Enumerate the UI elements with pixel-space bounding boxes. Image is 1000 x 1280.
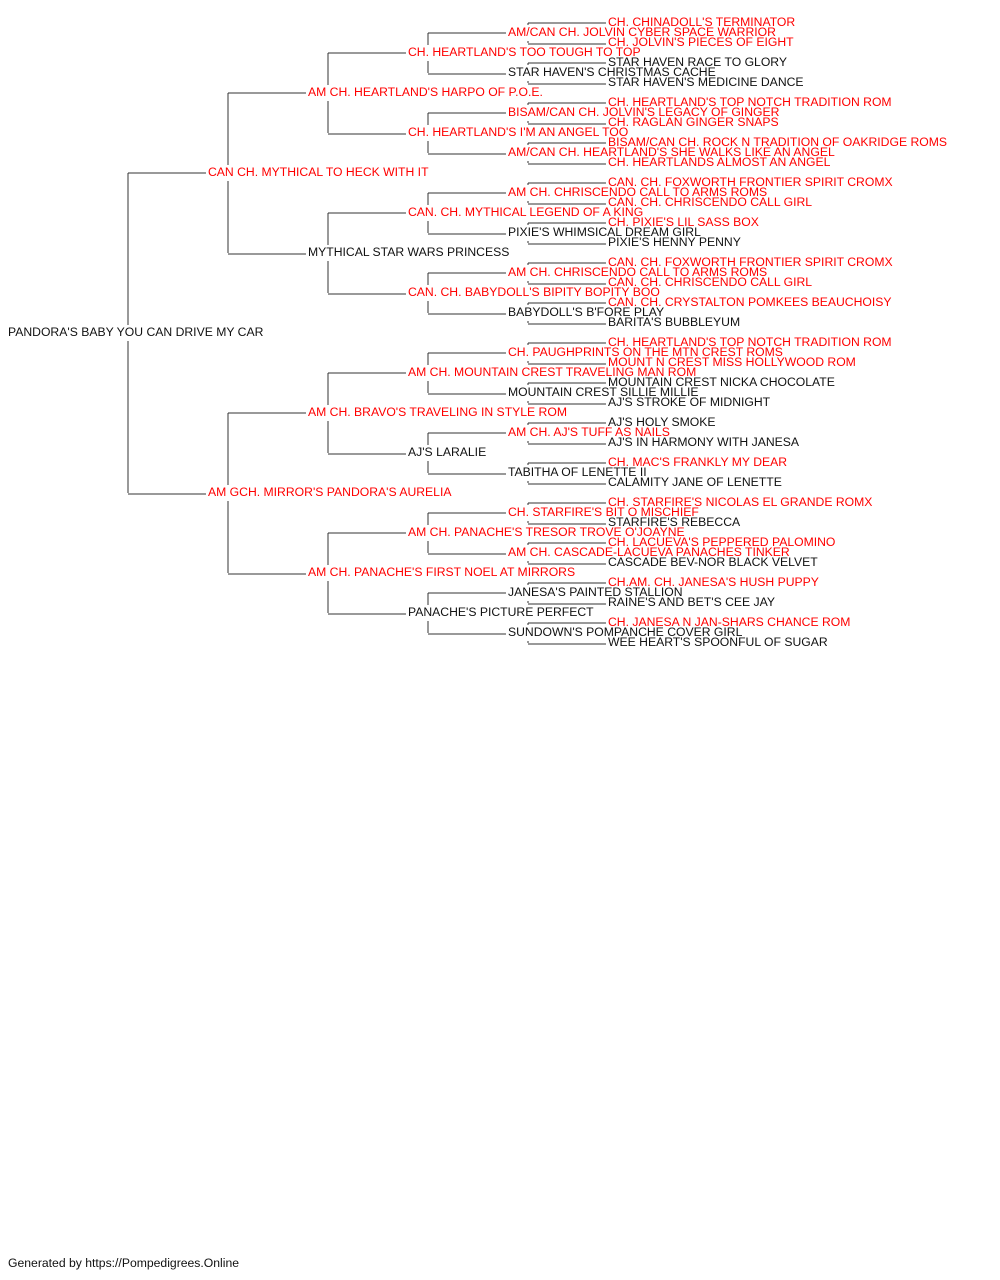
champion-ancestor-name: CH. STARFIRE'S BIT O MISCHIEF <box>508 505 699 519</box>
champion-ancestor-name: AM CH. CHRISCENDO CALL TO ARMS ROMS <box>508 185 767 199</box>
ancestor-name: AJ'S STROKE OF MIDNIGHT <box>608 395 771 409</box>
subject-name: PANDORA'S BABY YOU CAN DRIVE MY CAR <box>8 325 264 339</box>
ancestor-name: MYTHICAL STAR WARS PRINCESS <box>308 245 509 259</box>
ancestor-name: SUNDOWN'S POMPANCHE COVER GIRL <box>508 625 743 639</box>
champion-ancestor-name: AM CH. MOUNTAIN CREST TRAVELING MAN ROM <box>408 365 696 379</box>
champion-ancestor-name: CAN. CH. MYTHICAL LEGEND OF A KING <box>408 205 643 219</box>
champion-ancestor-name: AM GCH. MIRROR'S PANDORA'S AURELIA <box>208 485 452 499</box>
ancestor-name: TABITHA OF LENETTE II <box>508 465 647 479</box>
champion-ancestor-name: MOUNT N CREST MISS HOLLYWOOD ROM <box>608 355 856 369</box>
ancestor-name: MOUNTAIN CREST NICKA CHOCOLATE <box>608 375 835 389</box>
champion-ancestor-name: AM CH. PANACHE'S FIRST NOEL AT MIRRORS <box>308 565 575 579</box>
champion-ancestor-name: CAN. CH. BABYDOLL'S BIPITY BOPITY BOO <box>408 285 660 299</box>
champion-ancestor-name: CH.AM. CH. JANESA'S HUSH PUPPY <box>608 575 819 589</box>
ancestor-name: WEE HEART'S SPOONFUL OF SUGAR <box>608 635 828 649</box>
champion-ancestor-name: CH. STARFIRE'S NICOLAS EL GRANDE ROMX <box>608 495 872 509</box>
champion-ancestor-name: CH. JANESA N JAN-SHARS CHANCE ROM <box>608 615 850 629</box>
ancestor-name: STAR HAVEN'S CHRISTMAS CACHE <box>508 65 716 79</box>
ancestor-name: CALAMITY JANE OF LENETTE <box>608 475 782 489</box>
champion-ancestor-name: CH. LACUEVA'S PEPPERED PALOMINO <box>608 535 835 549</box>
champion-ancestor-name: CH. HEARTLAND'S TOP NOTCH TRADITION ROM <box>608 95 892 109</box>
champion-ancestor-name: CH. HEARTLANDS ALMOST AN ANGEL <box>608 155 831 169</box>
ancestor-name: BARITA'S BUBBLEYUM <box>608 315 740 329</box>
ancestor-name: BABYDOLL'S B'FORE PLAY <box>508 305 664 319</box>
ancestor-name: AJ'S LARALIE <box>408 445 486 459</box>
ancestor-name: STAR HAVEN RACE TO GLORY <box>608 55 787 69</box>
champion-ancestor-name: CAN. CH. FOXWORTH FRONTIER SPIRIT CROMX <box>608 255 893 269</box>
champion-ancestor-name: AM/CAN CH. JOLVIN CYBER SPACE WARRIOR <box>508 25 776 39</box>
champion-ancestor-name: AM CH. CASCADE-LACUEVA PANACHES TINKER <box>508 545 790 559</box>
ancestor-name: CASCADE BEV-NOR BLACK VELVET <box>608 555 818 569</box>
ancestor-name: PANACHE'S PICTURE PERFECT <box>408 605 594 619</box>
champion-ancestor-name: CAN. CH. CHRISCENDO CALL GIRL <box>608 195 812 209</box>
ancestor-name: STAR HAVEN'S MEDICINE DANCE <box>608 75 804 89</box>
champion-ancestor-name: CAN. CH. CHRISCENDO CALL GIRL <box>608 275 812 289</box>
ancestor-name: PIXIE'S HENNY PENNY <box>608 235 741 249</box>
champion-ancestor-name: BISAM/CAN CH. JOLVIN'S LEGACY OF GINGER <box>508 105 780 119</box>
champion-ancestor-name: CH. MAC'S FRANKLY MY DEAR <box>608 455 787 469</box>
champion-ancestor-name: CAN. CH. FOXWORTH FRONTIER SPIRIT CROMX <box>608 175 893 189</box>
champion-ancestor-name: CH. PIXIE'S LIL SASS BOX <box>608 215 759 229</box>
champion-ancestor-name: CH. JOLVIN'S PIECES OF EIGHT <box>608 35 794 49</box>
champion-ancestor-name: CH. HEARTLAND'S I'M AN ANGEL TOO <box>408 125 628 139</box>
ancestor-name: JANESA'S PAINTED STALLION <box>508 585 683 599</box>
champion-ancestor-name: AM CH. HEARTLAND'S HARPO OF P.O.E. <box>308 85 543 99</box>
champion-ancestor-name: CAN. CH. CRYSTALTON POMKEES BEAUCHOISY <box>608 295 892 309</box>
champion-ancestor-name: AM CH. PANACHE'S TRESOR TROVE O'JOAYNE <box>408 525 685 539</box>
generated-by-footer: Generated by https://Pompedigrees.Online <box>8 1256 240 1270</box>
ancestor-name: MOUNTAIN CREST SILLIE MILLIE <box>508 385 699 399</box>
champion-ancestor-name: AM CH. BRAVO'S TRAVELING IN STYLE ROM <box>308 405 567 419</box>
ancestor-name: PIXIE'S WHIMSICAL DREAM GIRL <box>508 225 701 239</box>
champion-ancestor-name: AM CH. CHRISCENDO CALL TO ARMS ROMS <box>508 265 767 279</box>
ancestor-name: AJ'S HOLY SMOKE <box>608 415 716 429</box>
champion-ancestor-name: AM/CAN CH. HEARTLAND'S SHE WALKS LIKE AN… <box>508 145 835 159</box>
champion-ancestor-name: CH. RAGLAN GINGER SNAPS <box>608 115 779 129</box>
champion-ancestor-name: CH. HEARTLAND'S TOO TOUGH TO TOP <box>408 45 641 59</box>
champion-ancestor-name: CH. PAUGHPRINTS ON THE MTN CREST ROMS <box>508 345 783 359</box>
champion-ancestor-name: CH. CHINADOLL'S TERMINATOR <box>608 15 795 29</box>
ancestor-name: AJ'S IN HARMONY WITH JANESA <box>608 435 800 449</box>
champion-ancestor-name: CH. HEARTLAND'S TOP NOTCH TRADITION ROM <box>608 335 892 349</box>
ancestor-name: STARFIRE'S REBECCA <box>608 515 741 529</box>
ancestor-name: RAINE'S AND BET'S CEE JAY <box>608 595 775 609</box>
champion-ancestor-name: BISAM/CAN CH. ROCK N TRADITION OF OAKRID… <box>608 135 947 149</box>
champion-ancestor-name: AM CH. AJ'S TUFF AS NAILS <box>508 425 670 439</box>
champion-ancestor-name: CAN CH. MYTHICAL TO HECK WITH IT <box>208 165 429 179</box>
